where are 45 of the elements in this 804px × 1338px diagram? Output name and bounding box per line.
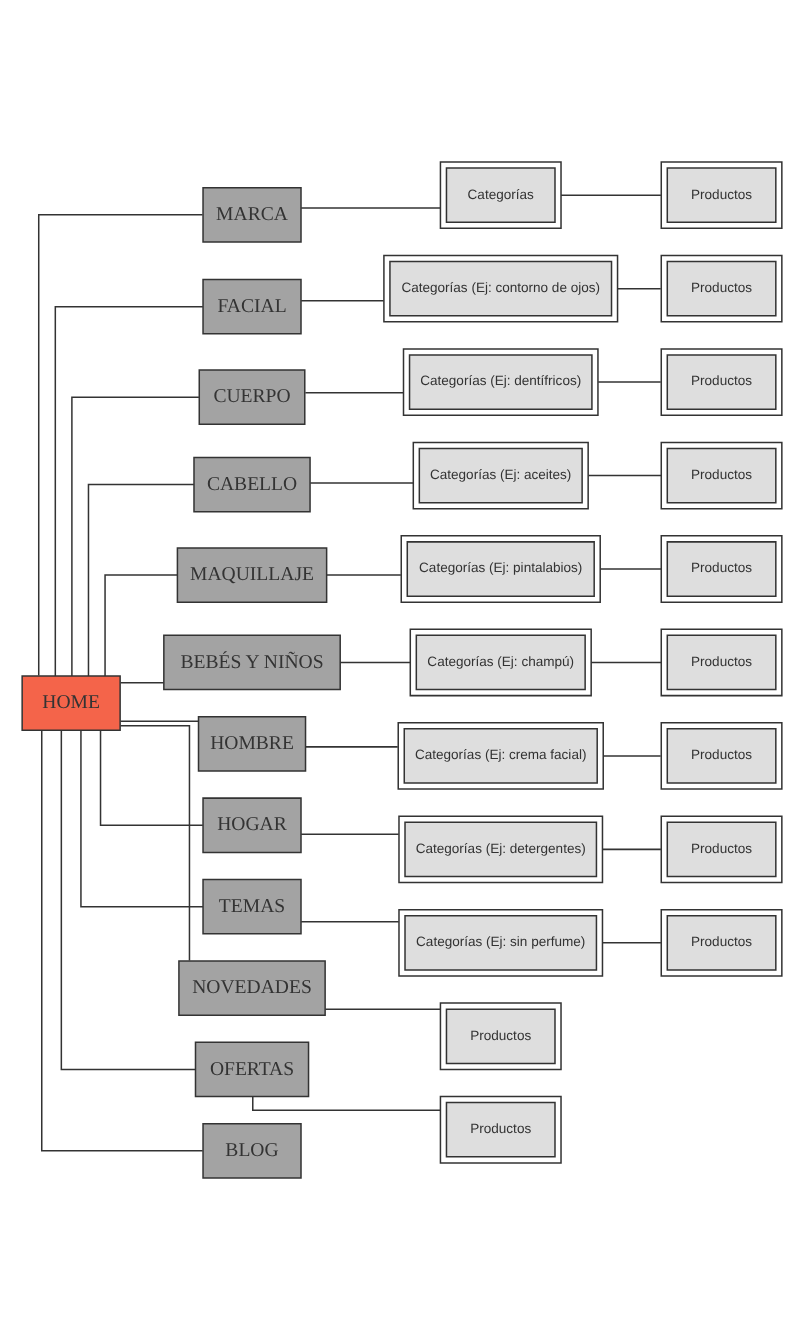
connector xyxy=(119,681,165,683)
node-box: BLOG xyxy=(202,1121,302,1178)
node-box: MAQUILLAJE xyxy=(176,546,328,602)
connector xyxy=(300,832,400,835)
node-box: MARCA xyxy=(202,185,302,242)
node-box: FACIAL xyxy=(202,277,302,334)
connector xyxy=(616,286,662,289)
connector xyxy=(104,573,178,676)
connector xyxy=(119,719,199,721)
connector xyxy=(602,847,662,850)
connector xyxy=(600,567,662,569)
connector xyxy=(309,481,414,483)
node-box: TEMAS xyxy=(202,877,302,934)
connector xyxy=(300,298,385,301)
connector xyxy=(300,206,441,208)
connector xyxy=(325,573,402,575)
node-box: HOMBRE xyxy=(197,714,307,771)
connector xyxy=(41,728,204,1151)
connector xyxy=(602,941,662,943)
node-box: HOGAR xyxy=(202,796,302,853)
connector xyxy=(304,390,405,393)
node-box: CUERPO xyxy=(198,368,306,425)
connector xyxy=(560,193,662,195)
connector xyxy=(602,754,662,756)
node-box: HOME xyxy=(21,674,121,731)
connector xyxy=(324,1007,441,1009)
connector xyxy=(119,724,191,961)
node-box: OFERTAS xyxy=(194,1040,310,1097)
connector xyxy=(80,728,204,907)
connector xyxy=(300,919,400,922)
connector xyxy=(87,482,195,676)
connector xyxy=(339,660,411,663)
node-box: NOVEDADES xyxy=(178,959,326,1015)
connector xyxy=(60,728,197,1070)
connector xyxy=(54,304,204,676)
node-box: CABELLO xyxy=(193,455,311,512)
connector xyxy=(590,660,662,663)
connector xyxy=(587,473,662,476)
connector xyxy=(37,213,204,676)
node-box: BEBÉS Y NIÑOS xyxy=(163,633,341,690)
connector xyxy=(597,380,662,382)
connector xyxy=(252,1095,441,1110)
connector xyxy=(99,729,204,825)
connector xyxy=(305,745,399,747)
connector xyxy=(71,395,200,676)
